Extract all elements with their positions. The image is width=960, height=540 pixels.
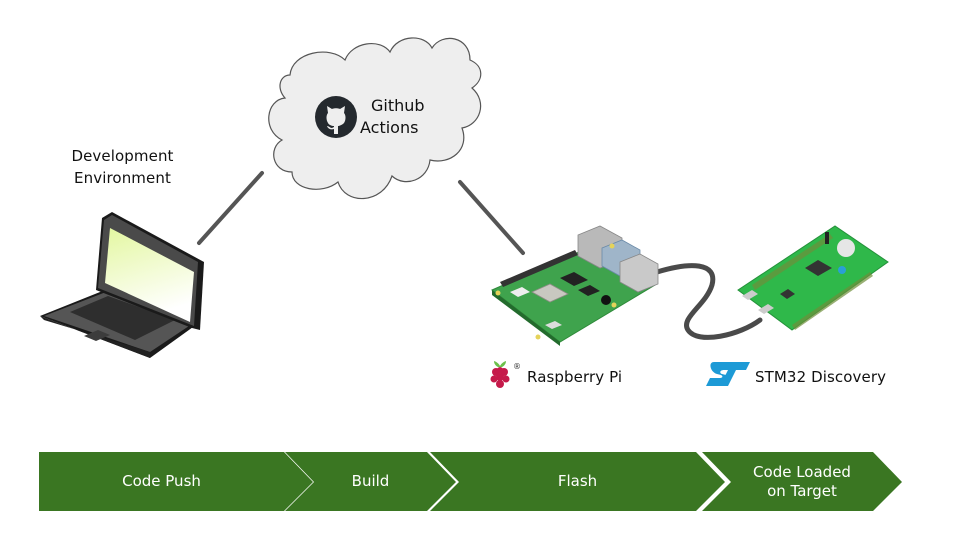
raspberry-pi-board — [491, 225, 659, 346]
stm32-discovery-label: STM32 Discovery — [755, 368, 887, 386]
pipeline-step-code-loaded — [702, 452, 902, 511]
pipeline-step-flash — [430, 452, 725, 511]
pipeline-step-label-flash: Flash — [459, 452, 696, 511]
step-label-line1: Build — [351, 472, 390, 490]
github-octocat-icon — [315, 96, 357, 138]
github-actions-label: Github Actions — [360, 95, 425, 139]
pipeline-step-label-code-loaded: Code Loaded on Target — [731, 452, 873, 511]
pipeline-step-code-push — [39, 452, 313, 511]
step-label-line2: on Target — [767, 481, 837, 500]
dev-environment-label: Development Environment — [55, 145, 190, 189]
pipeline-step-label-build: Build — [314, 452, 427, 511]
cloud-shape — [268, 37, 482, 200]
connector-dev-to-github — [197, 171, 264, 245]
step-label-line1: Code Loaded — [753, 462, 851, 481]
dev-environment-label-line1: Development — [71, 147, 174, 165]
raspberry-pi-label: Raspberry Pi — [527, 368, 623, 386]
pipeline — [39, 452, 902, 511]
registered-mark: ® — [513, 362, 521, 371]
dev-environment-label-line2: Environment — [74, 169, 171, 187]
connector-github-to-rpi — [458, 180, 525, 255]
pipeline-step-build — [285, 452, 456, 511]
pipeline-step-label-code-push: Code Push — [39, 452, 284, 511]
github-label-line2: Actions — [360, 118, 419, 137]
step-label-line1: Code Push — [122, 472, 201, 490]
laptop-icon — [40, 212, 204, 358]
github-label-line1: Github — [371, 96, 425, 115]
step-label-line1: Flash — [557, 472, 598, 490]
raspberry-pi-logo — [490, 361, 510, 388]
st-logo — [706, 362, 750, 386]
cable-rpi-to-stm32 — [654, 263, 763, 340]
stm32-discovery-board — [737, 225, 889, 331]
